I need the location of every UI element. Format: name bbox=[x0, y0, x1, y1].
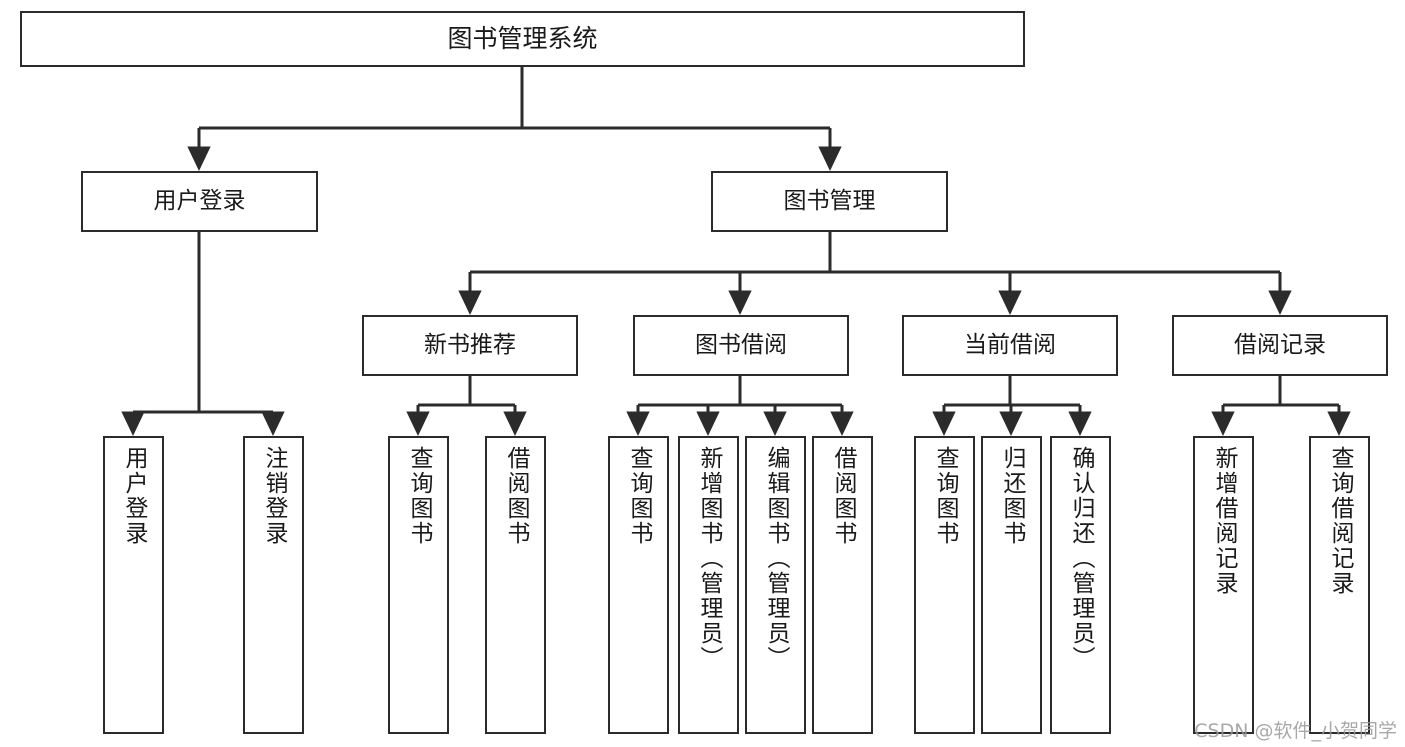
leaf-return-book[interactable]: 归还图书 bbox=[981, 436, 1042, 734]
node-label: 用户登录 bbox=[153, 187, 246, 214]
leaf-edit-book[interactable]: 编辑图书（管理员） bbox=[745, 436, 806, 734]
node-label: 用户登录 bbox=[121, 446, 147, 546]
node-borrow-record[interactable]: 借阅记录 bbox=[1172, 315, 1388, 376]
node-label: 借阅图书 bbox=[503, 446, 529, 546]
leaf-query-book-borrow[interactable]: 查询图书 bbox=[608, 436, 669, 734]
node-label: 借阅记录 bbox=[1234, 331, 1326, 358]
node-label: 借阅图书 bbox=[830, 446, 856, 546]
node-label: 注销登录 bbox=[261, 446, 287, 546]
node-label: 归还图书 bbox=[999, 446, 1025, 546]
node-current-borrow[interactable]: 当前借阅 bbox=[902, 315, 1118, 376]
node-user-login[interactable]: 用户登录 bbox=[81, 171, 318, 232]
node-label: 查询图书 bbox=[932, 446, 958, 546]
node-label: 新增借阅记录 bbox=[1211, 446, 1237, 596]
leaf-confirm-return[interactable]: 确认归还（管理员） bbox=[1050, 436, 1111, 734]
node-label: 新增图书（管理员） bbox=[696, 446, 722, 671]
leaf-borrow-book-recommend[interactable]: 借阅图书 bbox=[485, 436, 546, 734]
leaf-borrow-book[interactable]: 借阅图书 bbox=[812, 436, 873, 734]
node-label: 新书推荐 bbox=[424, 331, 516, 358]
node-label: 当前借阅 bbox=[964, 331, 1056, 358]
leaf-query-book-recommend[interactable]: 查询图书 bbox=[388, 436, 449, 734]
leaf-query-book-current[interactable]: 查询图书 bbox=[914, 436, 975, 734]
leaf-logout-login[interactable]: 注销登录 bbox=[243, 436, 304, 734]
node-book-borrow[interactable]: 图书借阅 bbox=[633, 315, 849, 376]
node-root-system[interactable]: 图书管理系统 bbox=[20, 11, 1025, 67]
node-label: 查询图书 bbox=[406, 446, 432, 546]
leaf-user-login[interactable]: 用户登录 bbox=[103, 436, 164, 734]
node-label: 查询图书 bbox=[626, 446, 652, 546]
csdn-watermark: CSDN @软件_小贺同学 bbox=[1194, 720, 1397, 742]
leaf-query-borrow-record[interactable]: 查询借阅记录 bbox=[1309, 436, 1370, 734]
node-label: 图书借阅 bbox=[695, 331, 787, 358]
node-label: 确认归还（管理员） bbox=[1068, 446, 1094, 671]
node-label: 查询借阅记录 bbox=[1327, 446, 1353, 596]
leaf-add-borrow-record[interactable]: 新增借阅记录 bbox=[1193, 436, 1254, 734]
node-new-book-recommend[interactable]: 新书推荐 bbox=[362, 315, 578, 376]
node-label: 图书管理 bbox=[783, 187, 876, 214]
leaf-add-book[interactable]: 新增图书（管理员） bbox=[678, 436, 739, 734]
node-label: 图书管理系统 bbox=[447, 24, 598, 54]
node-book-manage[interactable]: 图书管理 bbox=[711, 171, 948, 232]
node-label: 编辑图书（管理员） bbox=[763, 446, 789, 671]
